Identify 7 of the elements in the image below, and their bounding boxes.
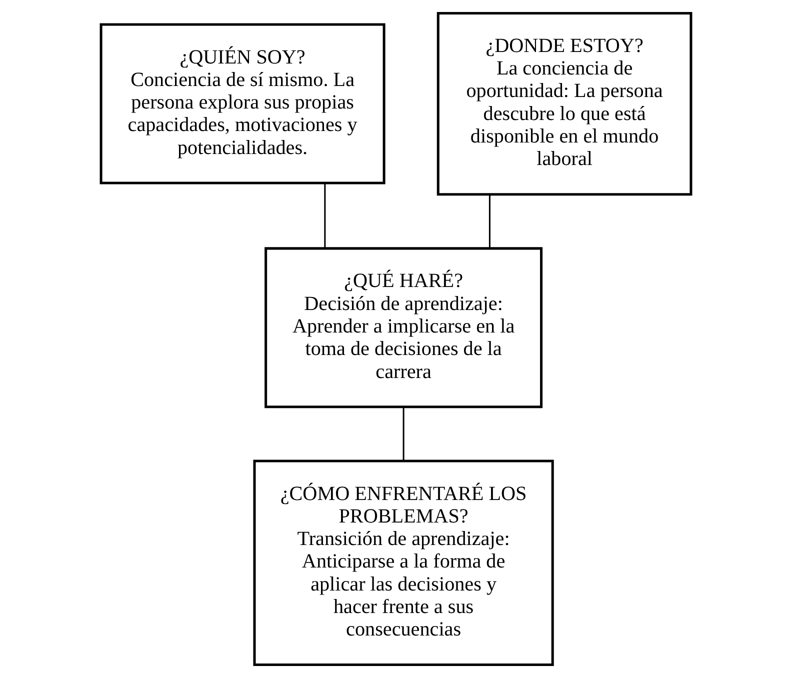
node-box: ¿QUIÉN SOY? Conciencia de sí mismo. La persona explora sus propias capacidades, motivaciones y potencialidades. (100, 23, 386, 184)
node-box: ¿DONDE ESTOY? La conciencia de oportunidad: La persona descubre lo que está disponible en el mundo laboral (436, 12, 692, 196)
connector (488, 194, 490, 248)
node-box: ¿QUÉ HARÉ? Decisión de aprendizaje: Aprender a implicarse en la toma de decisiones de la carrera (264, 247, 543, 408)
node-box: ¿CÓMO ENFRENTARÉ LOS PROBLEMAS? Transición de aprendizaje: Anticiparse a la forma de aplicar las decisiones y hacer frente a sus consecuencias (253, 460, 554, 666)
connector (324, 183, 326, 248)
connector (402, 406, 404, 461)
